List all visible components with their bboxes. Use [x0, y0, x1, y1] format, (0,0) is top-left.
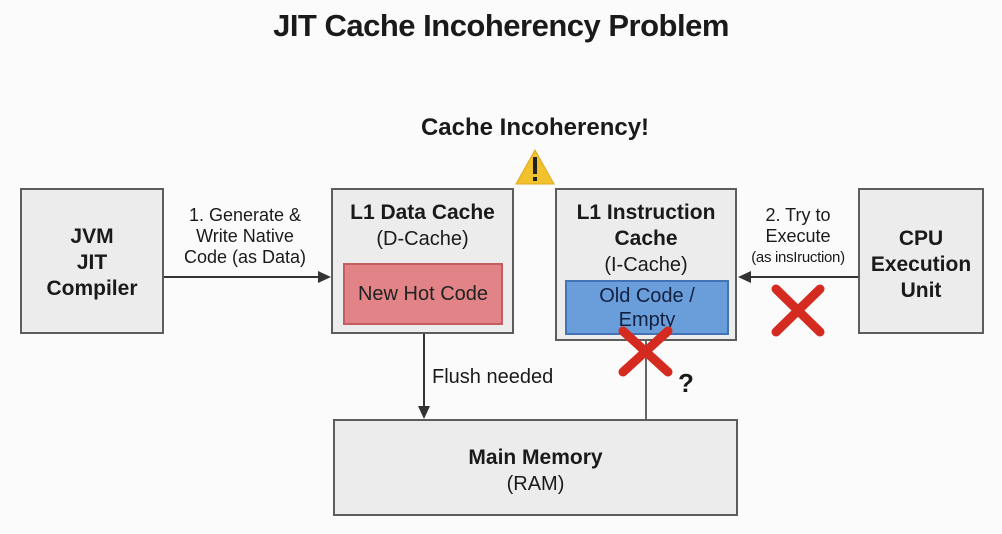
l1i-title-line1: L1 Instruction	[576, 201, 716, 224]
cpu-execution-unit-box: CPU Execution Unit	[858, 188, 984, 334]
jvm-label-line2: JIT	[76, 251, 108, 274]
l1d-subtitle: (D-Cache)	[376, 228, 469, 250]
generate-arrow-head	[318, 271, 331, 283]
old-code-line2: Empty	[618, 309, 676, 331]
flush-needed-label: Flush needed	[432, 366, 554, 388]
jvm-label-line3: Compiler	[46, 277, 138, 300]
generate-label-line1: 1. Generate &	[188, 205, 302, 225]
l1i-title-line2: Cache	[614, 227, 678, 250]
cpu-label-line3: Unit	[900, 279, 942, 302]
cpu-label-line2: Execution	[870, 253, 972, 276]
execute-label: 2. Try to Execute (as insIruction)	[737, 205, 859, 268]
ram-title: Main Memory	[468, 446, 603, 469]
generate-label-line3: Code (as Data)	[183, 247, 307, 267]
execute-label-line3: (as insIruction)	[751, 249, 845, 266]
warning-icon	[515, 148, 555, 185]
main-memory-box: Main Memory (RAM)	[333, 419, 738, 516]
l1-instruction-cache-box: L1 Instruction Cache (I-Cache) Old Code …	[555, 188, 737, 341]
execute-arrow-head	[738, 271, 751, 283]
old-code-block: Old Code / Empty	[565, 280, 729, 335]
question-mark-label: ?	[678, 368, 694, 398]
execute-label-line2: Execute	[765, 226, 831, 246]
flush-arrow-head	[418, 406, 430, 419]
blocked-refetch-cross-icon	[618, 326, 673, 377]
execute-label-line1: 2. Try to	[765, 205, 831, 225]
jvm-jit-compiler-box: JVM JIT Compiler	[20, 188, 164, 334]
warning-label: Cache Incoherency!	[420, 114, 650, 141]
old-code-line1: Old Code /	[599, 285, 695, 307]
new-hot-code-block: New Hot Code	[343, 263, 503, 325]
l1-data-cache-box: L1 Data Cache (D-Cache) New Hot Code	[331, 188, 514, 334]
blocked-execute-cross-icon	[771, 284, 825, 337]
jvm-label-line1: JVM	[70, 225, 114, 248]
ram-subtitle: (RAM)	[506, 473, 565, 495]
l1i-subtitle: (I-Cache)	[604, 254, 688, 276]
cpu-label-line1: CPU	[898, 227, 944, 250]
generate-label: 1. Generate & Write Native Code (as Data…	[170, 205, 320, 268]
generate-label-line2: Write Native	[196, 226, 294, 246]
diagram-title: JIT Cache Incoherency Problem	[273, 8, 729, 43]
l1d-title: L1 Data Cache	[350, 201, 495, 224]
